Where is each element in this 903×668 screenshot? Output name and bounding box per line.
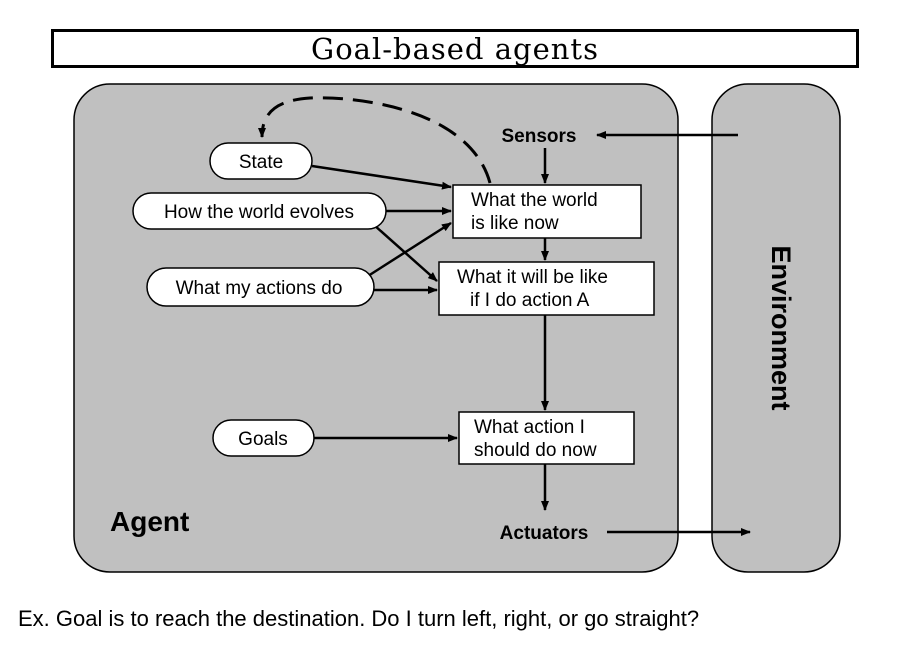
actuators-label: Actuators	[500, 523, 589, 544]
agent-panel	[73, 83, 679, 573]
environment-label: Environment	[766, 245, 796, 410]
page-title: Goal-based agents	[311, 31, 599, 66]
action-now-line1: What action I	[474, 417, 585, 438]
actions-to-world-arrow	[367, 221, 452, 278]
goals-label: Goals	[238, 429, 288, 450]
if-action-box	[438, 261, 655, 316]
world-now-line1: What the world	[471, 190, 598, 211]
action-now-line2: should do now	[474, 440, 597, 461]
world-evolves-oval	[132, 192, 387, 230]
actions-do-oval	[146, 267, 375, 307]
sensors-label: Sensors	[502, 126, 577, 147]
world-evolves-label: How the world evolves	[164, 202, 354, 223]
agent-diagram: State How the world evolves What my acti…	[73, 83, 841, 573]
if-action-line1: What it will be like	[457, 267, 608, 288]
world-now-box	[452, 184, 642, 239]
goals-oval	[212, 419, 315, 457]
state-oval	[209, 142, 313, 180]
title-banner: Goal-based agents	[51, 29, 859, 68]
agent-label: Agent	[110, 506, 189, 537]
caption-text: Ex. Goal is to reach the destination. Do…	[18, 606, 700, 631]
action-now-box	[458, 411, 635, 465]
if-action-line2: if I do action A	[470, 290, 590, 311]
state-to-world-arrow	[311, 164, 452, 190]
feedback-dashed-arrow	[258, 96, 492, 184]
actions-do-label: What my actions do	[176, 278, 343, 299]
world-now-line2: is like now	[471, 213, 559, 234]
state-label: State	[239, 152, 283, 173]
environment-panel	[711, 83, 841, 573]
